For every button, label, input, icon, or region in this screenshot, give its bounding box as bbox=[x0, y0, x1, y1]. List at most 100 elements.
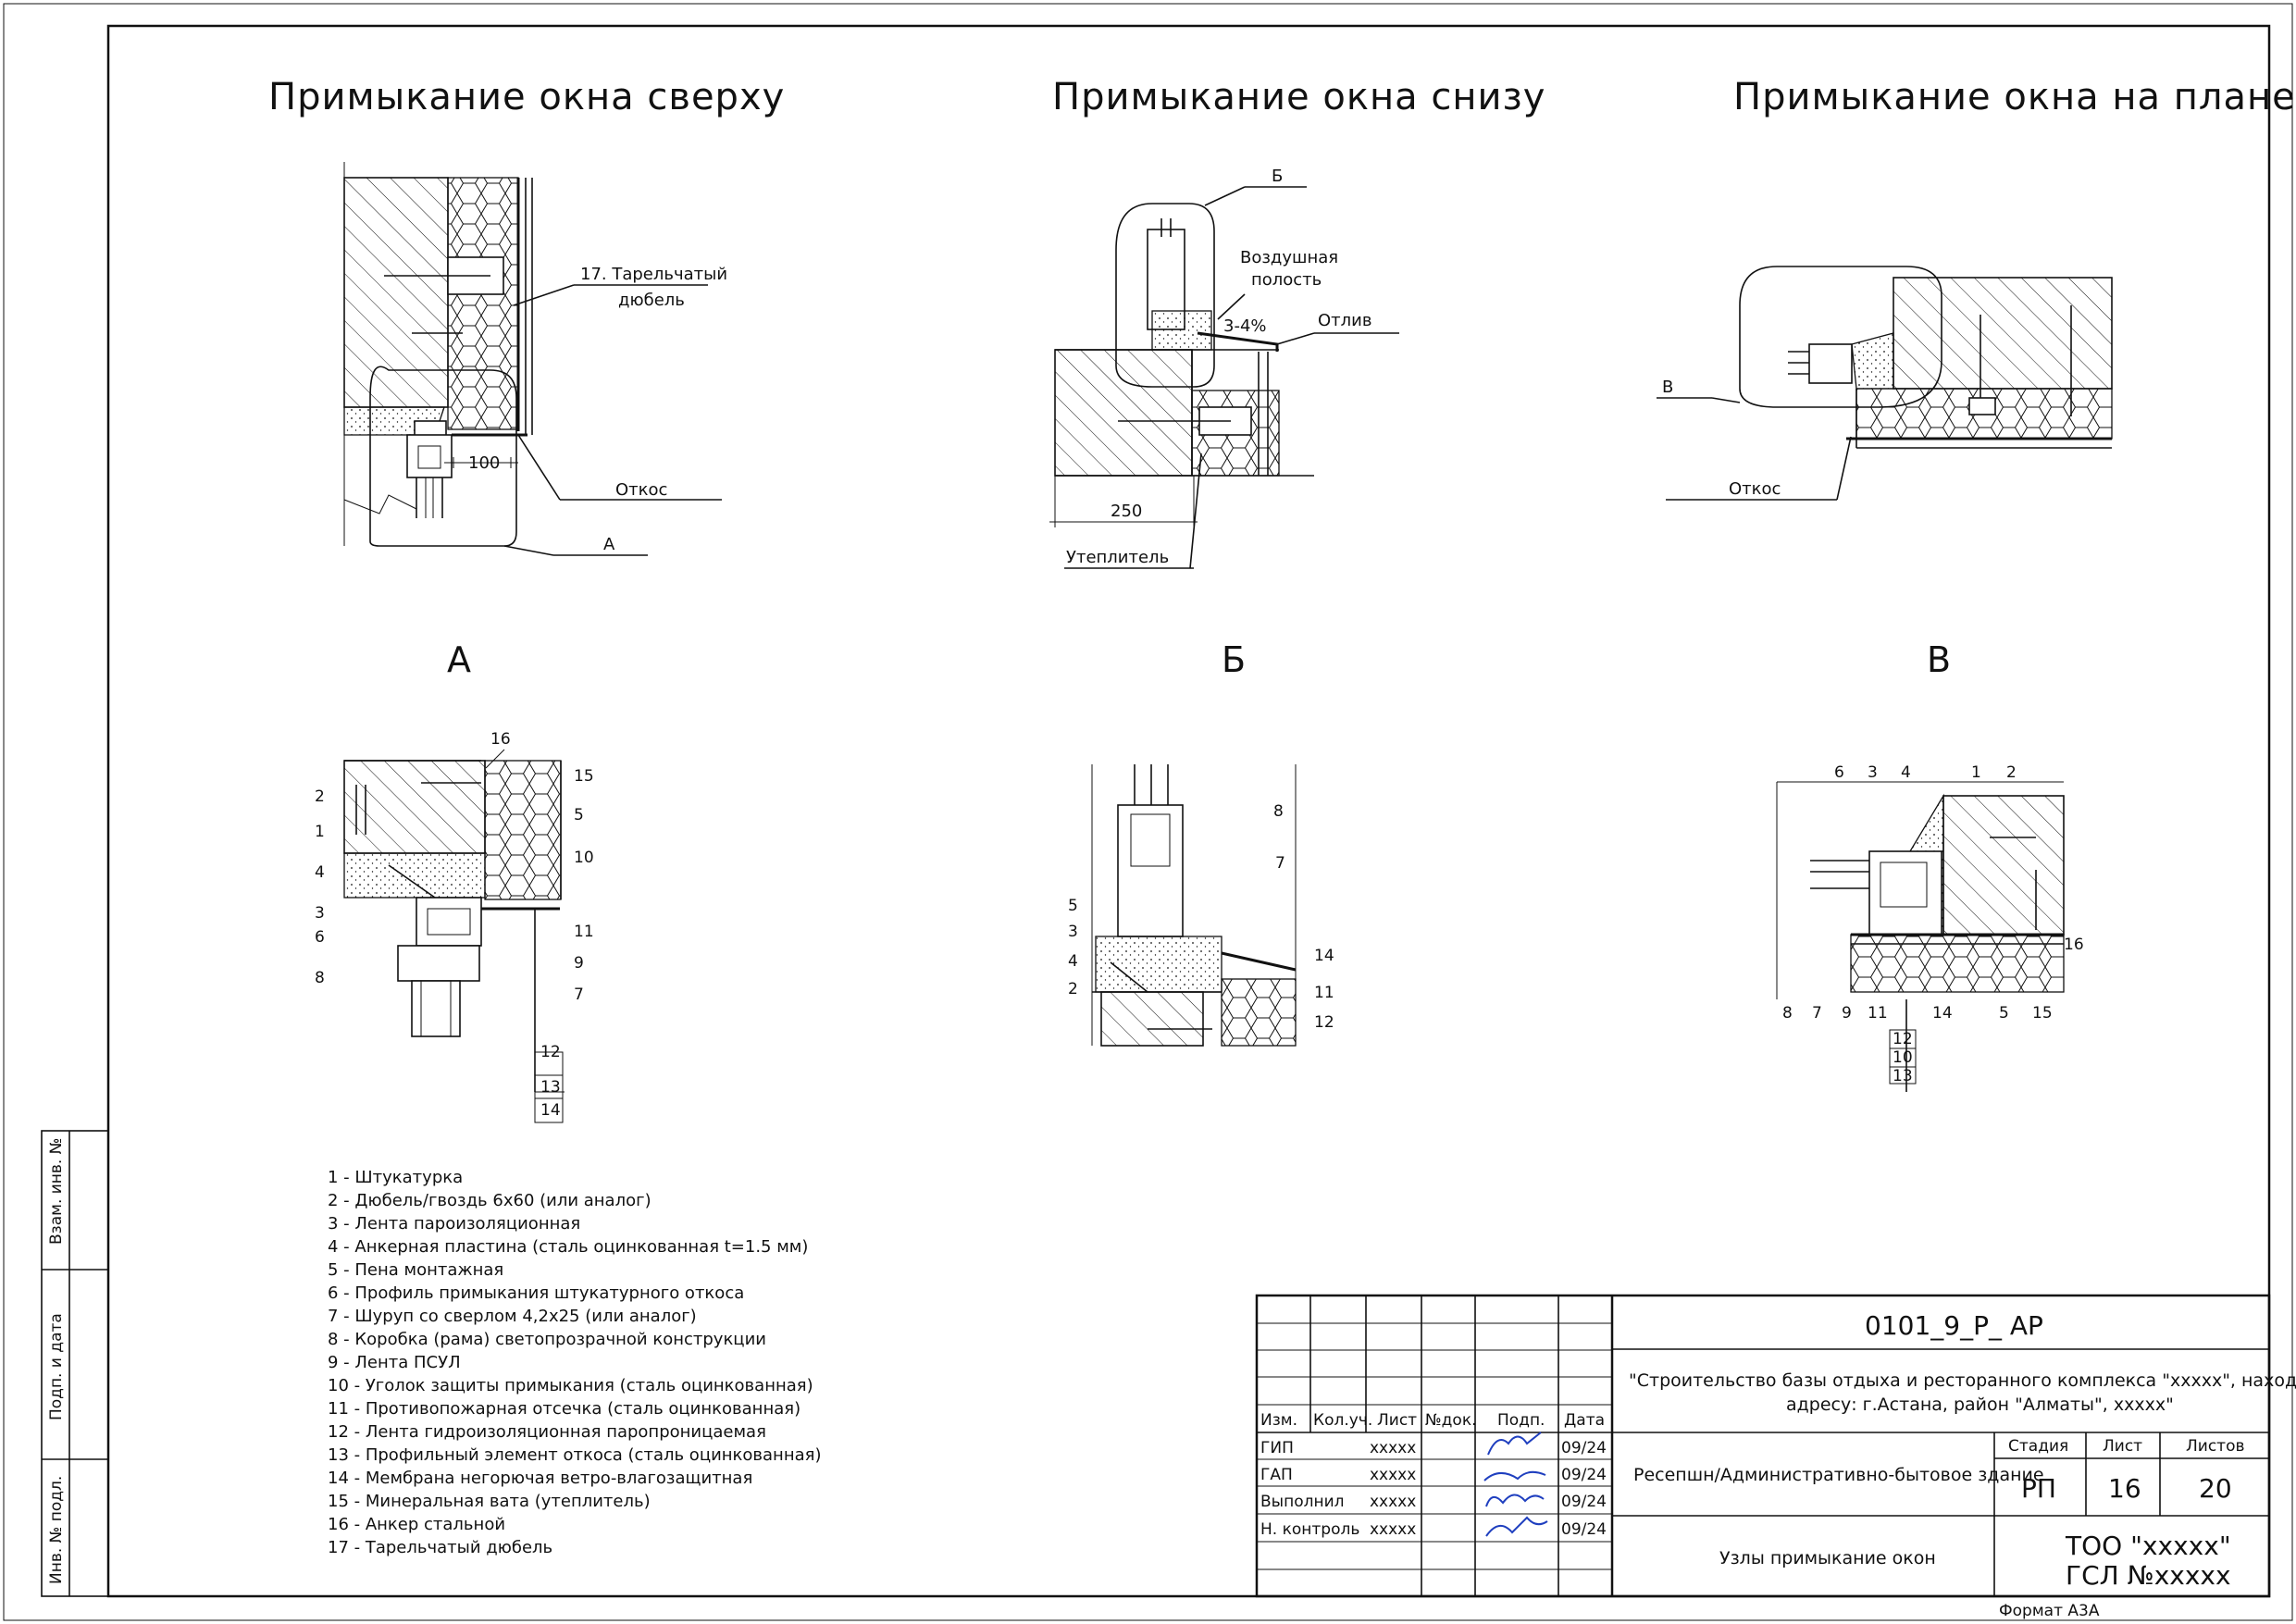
detail-v-label-13: 13 bbox=[1893, 1067, 1913, 1085]
legend-item: 6 - Профиль примыкания штукатурного отко… bbox=[328, 1283, 744, 1303]
detail-b-label-4: 4 bbox=[1068, 952, 1078, 971]
title-bottom-junction: Примыкание окна снизу bbox=[1052, 76, 1545, 118]
signature-icon bbox=[1487, 1432, 1542, 1456]
tb-stage-header: Стадия bbox=[2008, 1437, 2068, 1456]
detail-v-label-9: 9 bbox=[1842, 1004, 1852, 1023]
tb-project-line2: адресу: г.Астана, район "Алматы", xxxxx" bbox=[1786, 1395, 2174, 1415]
plan-junction-section: В Откос bbox=[1657, 266, 2113, 501]
tb-company-line1: ТОО "xxxxx" bbox=[2065, 1531, 2231, 1561]
plan-otkos-label: Откос bbox=[1729, 479, 1781, 499]
detail-a-label-14: 14 bbox=[540, 1101, 561, 1120]
tb-sheet-name: Узлы примыкание окон bbox=[1719, 1548, 1936, 1568]
legend-item: 9 - Лента ПСУЛ bbox=[328, 1353, 461, 1372]
detail-b-label-14: 14 bbox=[1314, 947, 1334, 965]
drawing-frame bbox=[106, 24, 2271, 1598]
tb-header-list: Лист bbox=[1377, 1411, 1417, 1430]
top-callout-17-line1: 17. Тарельчатый bbox=[580, 265, 727, 284]
tb-project-line1: "Строительство базы отдыха и ресторанног… bbox=[1629, 1370, 2296, 1391]
detail-a-label-11: 11 bbox=[574, 923, 594, 941]
detail-a: 12 13 14 16 15 5 10 2 1 4 3 6 8 11 9 7 bbox=[315, 730, 594, 1123]
tb-drawing-code: 0101_9_Р_ АР bbox=[1865, 1310, 2043, 1341]
detail-v-label-8: 8 bbox=[1782, 1004, 1793, 1023]
detail-a-label-16: 16 bbox=[490, 730, 511, 749]
legend-item: 14 - Мембрана негорючая ветро-влагозащит… bbox=[328, 1469, 752, 1488]
side-stamp-inv: Инв. № подл. bbox=[47, 1476, 66, 1584]
legend-item: 8 - Коробка (рама) светопрозрачной конст… bbox=[328, 1330, 766, 1349]
bottom-air-line2: полость bbox=[1251, 270, 1322, 290]
signature-icon bbox=[1483, 1470, 1546, 1481]
top-callout-17-line2: дюбель bbox=[618, 291, 685, 310]
top-dim-100: 100 bbox=[468, 453, 500, 473]
detail-title-v: В bbox=[1927, 639, 1951, 680]
bottom-detail-marker-b: Б bbox=[1272, 167, 1283, 186]
detail-b-label-2: 2 bbox=[1068, 980, 1078, 998]
bottom-air-line1: Воздушная bbox=[1240, 248, 1338, 267]
detail-a-label-12: 12 bbox=[540, 1043, 561, 1061]
bottom-insulation: Утеплитель bbox=[1066, 548, 1169, 567]
legend: 1 - Штукатурка 2 - Дюбель/гвоздь 6x60 (и… bbox=[328, 1168, 821, 1557]
title-block: Изм. Кол.уч. Лист №док. Подп. Дата ГИП x… bbox=[1255, 1294, 2296, 1598]
signature-icon bbox=[1485, 1494, 1545, 1507]
plan-detail-marker-v: В bbox=[1662, 378, 1673, 397]
detail-b: 8 7 5 3 4 2 14 11 12 bbox=[1068, 764, 1334, 1047]
detail-v-label-2: 2 bbox=[2006, 763, 2017, 782]
tb-name-ncontrol: xxxxx bbox=[1370, 1520, 1416, 1539]
tb-format: Формат А3А bbox=[1999, 1602, 2100, 1620]
detail-a-label-8: 8 bbox=[315, 969, 325, 987]
detail-a-label-7: 7 bbox=[574, 986, 584, 1004]
detail-v-label-7: 7 bbox=[1812, 1004, 1822, 1023]
detail-v-label-12: 12 bbox=[1893, 1030, 1913, 1048]
detail-a-label-4: 4 bbox=[315, 863, 325, 882]
tb-header-podp: Подп. bbox=[1497, 1411, 1545, 1430]
detail-a-label-2: 2 bbox=[315, 787, 325, 806]
detail-a-label-3: 3 bbox=[315, 904, 325, 923]
tb-name-gip: xxxxx bbox=[1370, 1439, 1416, 1457]
tb-name-performer: xxxxx bbox=[1370, 1493, 1416, 1511]
tb-building: Ресепшн/Административно-бытовое здание bbox=[1633, 1465, 2044, 1485]
tb-header-ndok: №док. bbox=[1425, 1411, 1477, 1430]
side-stamp-podp: Подп. и дата bbox=[47, 1313, 66, 1420]
title-top-junction: Примыкание окна сверху bbox=[268, 76, 785, 118]
legend-item: 16 - Анкер стальной bbox=[328, 1515, 505, 1534]
detail-v: 12 13 10 6 3 4 1 2 16 8 7 9 11 14 5 15 bbox=[1776, 763, 2084, 1092]
detail-b-label-7: 7 bbox=[1275, 854, 1285, 873]
detail-a-label-6: 6 bbox=[315, 928, 325, 947]
legend-item: 4 - Анкерная пластина (сталь оцинкованна… bbox=[328, 1237, 808, 1257]
detail-v-label-4: 4 bbox=[1901, 763, 1911, 782]
legend-item: 10 - Уголок защиты примыкания (сталь оци… bbox=[328, 1376, 813, 1395]
tb-role-gip: ГИП bbox=[1260, 1439, 1294, 1457]
detail-a-label-1: 1 bbox=[315, 823, 325, 841]
bottom-slope: 3-4% bbox=[1223, 316, 1267, 336]
outer-border bbox=[3, 3, 2293, 1621]
side-stamp: Взам. инв. № Подп. и дата Инв. № подл. bbox=[41, 1130, 109, 1597]
detail-v-label-1: 1 bbox=[1971, 763, 1981, 782]
bottom-junction-section: Б Воздушная полость 3-4% Отлив 250 Утепл… bbox=[1049, 167, 1399, 569]
top-detail-marker-a: А bbox=[603, 535, 615, 554]
tb-date-ncontrol: 09/24 bbox=[1561, 1520, 1607, 1539]
legend-item: 11 - Противопожарная отсечка (сталь оцин… bbox=[328, 1399, 800, 1419]
tb-sheet: 16 bbox=[2108, 1473, 2141, 1504]
detail-v-label-6: 6 bbox=[1834, 763, 1844, 782]
title-plan-junction: Примыкание окна на плане bbox=[1733, 76, 2296, 118]
signature-icon bbox=[1485, 1516, 1548, 1537]
tb-date-gip: 09/24 bbox=[1561, 1439, 1607, 1457]
legend-item: 13 - Профильный элемент откоса (сталь оц… bbox=[328, 1445, 821, 1465]
detail-v-label-11: 11 bbox=[1868, 1004, 1888, 1023]
detail-a-label-5: 5 bbox=[574, 806, 584, 824]
legend-item: 3 - Лента пароизоляционная bbox=[328, 1214, 580, 1233]
detail-a-label-10: 10 bbox=[574, 849, 594, 867]
detail-b-label-8: 8 bbox=[1273, 802, 1284, 821]
legend-item: 2 - Дюбель/гвоздь 6x60 (или аналог) bbox=[328, 1191, 652, 1210]
side-stamp-vzam: Взам. инв. № bbox=[47, 1138, 66, 1245]
tb-header-data: Дата bbox=[1564, 1411, 1605, 1430]
detail-b-label-11: 11 bbox=[1314, 984, 1334, 1002]
detail-b-label-5: 5 bbox=[1068, 897, 1078, 915]
detail-v-label-14: 14 bbox=[1932, 1004, 1953, 1023]
detail-v-label-15: 15 bbox=[2032, 1004, 2053, 1023]
detail-a-label-13: 13 bbox=[540, 1078, 561, 1097]
tb-sheet-header: Лист bbox=[2103, 1437, 2142, 1456]
detail-b-label-3: 3 bbox=[1068, 923, 1078, 941]
legend-item: 17 - Тарельчатый дюбель bbox=[328, 1538, 552, 1557]
top-otkos-label: Откос bbox=[615, 480, 667, 500]
